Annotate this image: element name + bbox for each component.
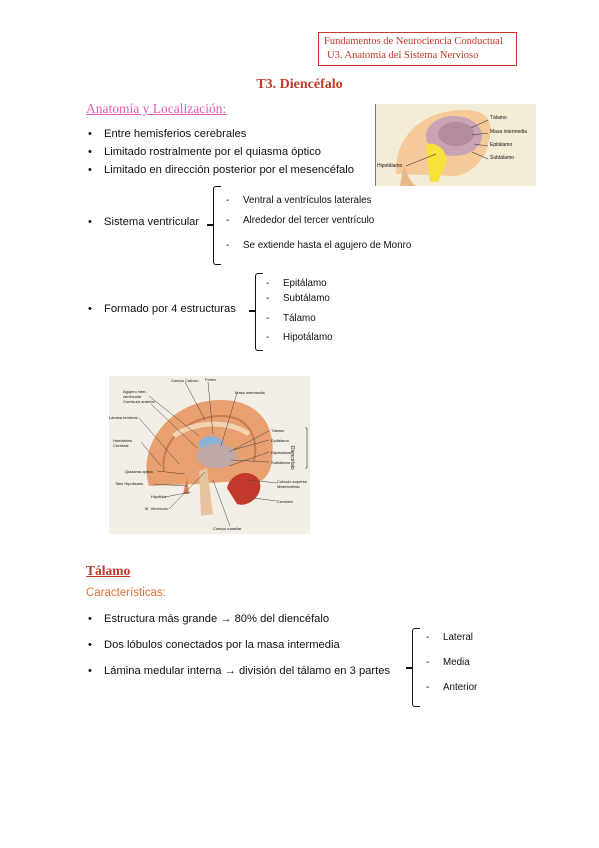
sub-item: Subtálamo — [266, 293, 330, 304]
brace-tick — [406, 667, 412, 669]
figure-label: Masa intermedia — [490, 129, 527, 135]
list-item: Entre hemisferios cerebrales — [88, 127, 246, 142]
brace — [412, 628, 420, 707]
unit-title: U3. Anatomía del Sistema Nervioso — [327, 50, 479, 61]
figure-label: Tallo Hipofisario — [115, 481, 144, 486]
sub-item: Ventral a ventrículos laterales — [226, 195, 371, 206]
figure-label: Hipotálamo — [377, 163, 403, 169]
figure-label: Epitálamo — [271, 438, 289, 443]
figure-label: Diencéfalo — [289, 446, 295, 470]
list-item: Limitado en dirección posterior por el m… — [88, 163, 354, 178]
figure-label: Cerebelo — [277, 499, 294, 504]
sub-item: Alrededor del tercer ventrículo — [226, 215, 374, 226]
figure-label: Masa intermedia — [235, 390, 265, 395]
sub-item: Epitálamo — [266, 278, 326, 289]
section-subheading: Características: — [86, 587, 166, 599]
page-title: T3. Diencéfalo — [256, 77, 343, 92]
brace-tick — [207, 224, 213, 226]
figure-label: Agujero inter-ventricular — [123, 389, 148, 399]
figure-label: Tálamo — [271, 428, 285, 433]
list-item: Limitado rostralmente por el quiasma ópt… — [88, 145, 321, 160]
figure-label: Fórnix — [205, 377, 217, 382]
brace-tick — [249, 310, 255, 312]
figure-label: Tálamo — [490, 115, 507, 121]
list-item: Sistema ventricular — [88, 215, 199, 230]
diencephalon-figure-small: Tálamo Masa intermedia Epitálamo Subtála… — [375, 104, 536, 186]
sub-item: Lateral — [426, 632, 473, 643]
list-item: Estructura más grande → 80% del diencéfa… — [88, 612, 329, 627]
figure-label: III. Ventrículo — [145, 506, 169, 511]
figure-label: Comisura anterior — [123, 399, 155, 404]
figure-label: Hipotálamo — [271, 450, 292, 455]
sub-item: Tálamo — [266, 313, 316, 324]
figure-label: Cuerpo Calloso — [171, 378, 199, 383]
list-item: Dos lóbulos conectados por la masa inter… — [88, 638, 340, 653]
list-item: Formado por 4 estructuras — [88, 302, 236, 317]
figure-label: Cuerpo mamilar — [213, 526, 242, 531]
sagittal-brain-figure: Agujero inter-ventricular Comisura anter… — [109, 376, 310, 534]
sagittal-brain-illustration — [109, 376, 310, 534]
section-heading-anatomia: Anatomía y Localización: — [86, 101, 227, 116]
figure-label: Hemisferio Cerebral — [113, 438, 133, 448]
course-title: Fundamentos de Neurociencia Conductual — [324, 36, 503, 47]
sub-item: Se extiende hasta el agujero de Monro — [226, 240, 411, 251]
section-heading-talamo: Tálamo — [86, 563, 131, 578]
list-item: Lámina medular interna → división del tá… — [88, 664, 390, 679]
figure-label: Subtálamo — [490, 155, 514, 161]
course-header: Fundamentos de Neurociencia Conductual U… — [318, 32, 517, 66]
sub-item: Anterior — [426, 682, 477, 693]
figure-label: Colículo superior Mesencéfalo — [277, 479, 308, 489]
diencephalon-illustration — [376, 104, 536, 186]
figure-label: Subtálamo — [271, 460, 291, 465]
brace — [255, 273, 263, 351]
sub-item: Media — [426, 657, 469, 668]
figure-label: Epitálamo — [490, 142, 513, 148]
figure-label: Hipófisis — [151, 494, 167, 499]
figure-label: Lámina terminal — [109, 415, 138, 420]
brace — [213, 186, 221, 265]
figure-label: Quiasma óptico — [125, 469, 153, 474]
sub-item: Hipotálamo — [266, 332, 332, 343]
